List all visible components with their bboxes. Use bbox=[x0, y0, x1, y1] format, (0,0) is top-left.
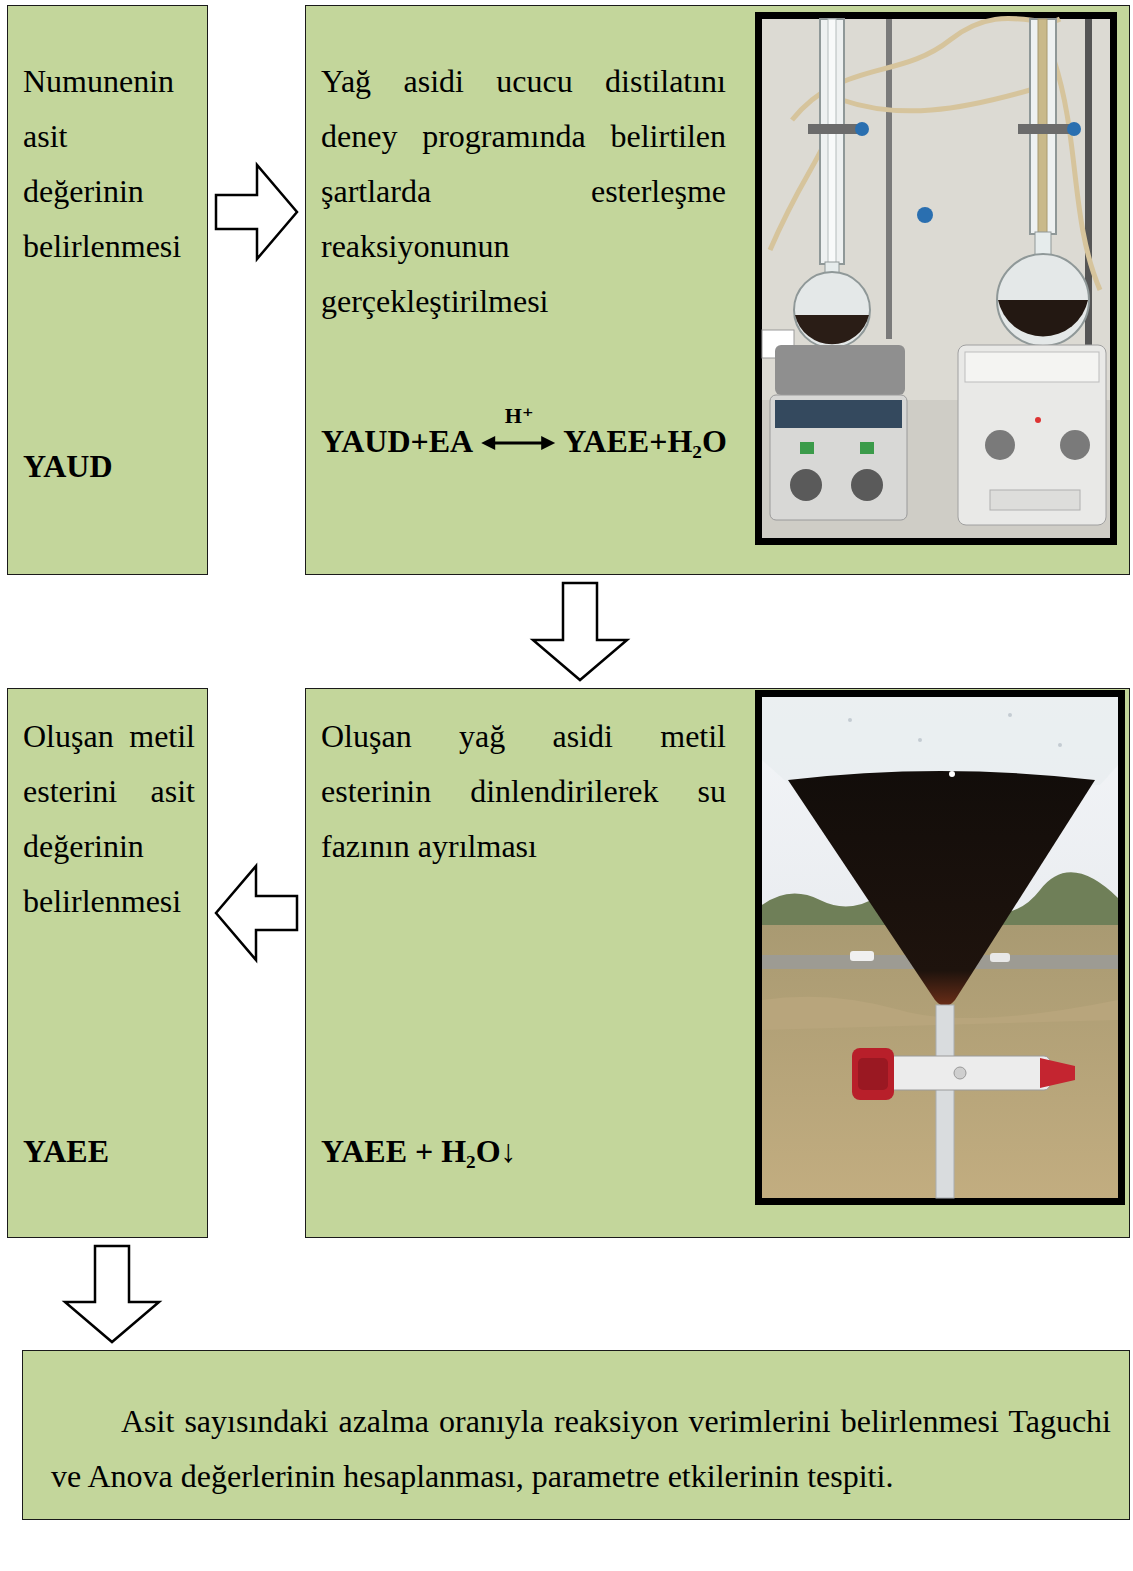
reflux-photo bbox=[775, 400, 902, 428]
box-fill bbox=[7, 688, 208, 1238]
formula-text: YAUD bbox=[23, 446, 195, 486]
reflux-photo bbox=[842, 90, 1030, 111]
flow-arrow bbox=[533, 583, 627, 680]
reflux-photo bbox=[965, 352, 1099, 382]
funnel-photo bbox=[872, 1056, 1050, 1090]
box-fill bbox=[305, 5, 1130, 575]
step-text: Yağ asidi ucucu distilatını deney progra… bbox=[321, 54, 726, 329]
equilibrium-arrow bbox=[481, 436, 555, 450]
reflux-photo bbox=[795, 315, 869, 344]
funnel-photo bbox=[1008, 713, 1012, 717]
equilibrium-arrow bbox=[491, 442, 545, 445]
reflux-photo bbox=[770, 395, 907, 520]
funnel-photo bbox=[1058, 743, 1062, 747]
funnel-photo bbox=[936, 1005, 954, 1198]
reflux-photo bbox=[985, 430, 1015, 460]
reflux-photo bbox=[1060, 430, 1090, 460]
funnel-photo bbox=[918, 738, 922, 742]
formula-text: YAEE bbox=[23, 1131, 195, 1171]
reflux-photo bbox=[855, 122, 869, 136]
reflux-photo bbox=[997, 254, 1089, 346]
reflux-photo bbox=[958, 345, 1106, 525]
reflux-photo bbox=[755, 12, 1117, 545]
funnel-photo bbox=[1040, 1058, 1075, 1088]
funnel-photo bbox=[755, 690, 1125, 1205]
funnel-photo bbox=[954, 1067, 966, 1079]
funnel-photo bbox=[788, 771, 1095, 1006]
reflux-photo bbox=[860, 442, 874, 454]
flow-arrow bbox=[216, 866, 297, 960]
reflux-photo bbox=[1018, 124, 1070, 134]
reflux-photo bbox=[917, 207, 933, 223]
reflux-photo bbox=[820, 19, 844, 264]
funnel-photo bbox=[755, 690, 1125, 1205]
box-fill bbox=[7, 5, 208, 575]
formula-text: YAUD+EA bbox=[321, 424, 473, 458]
reflux-photo bbox=[762, 19, 1110, 538]
funnel-photo bbox=[848, 718, 852, 722]
formula-text: YAEE + H₂O↓ bbox=[321, 1131, 517, 1171]
step-box: Oluşan yağ asidi metil esterinin dinlend… bbox=[305, 688, 1130, 1238]
reflux-photo bbox=[1035, 417, 1041, 423]
result-box: Asit sayısındaki azalma oranıyla reaksiy… bbox=[22, 1350, 1130, 1520]
funnel-photo bbox=[852, 1048, 894, 1100]
flow-arrow bbox=[65, 1246, 159, 1342]
reflux-photo bbox=[1054, 60, 1100, 290]
formula-text: H⁺ bbox=[505, 404, 534, 428]
step-box: Yağ asidi ucucu distilatını deney progra… bbox=[305, 5, 1130, 575]
funnel-photo bbox=[762, 697, 1118, 1198]
box-fill bbox=[22, 1350, 1130, 1520]
funnel-photo bbox=[850, 951, 874, 961]
reflux-photo bbox=[828, 19, 836, 264]
equilibrium-arrow bbox=[541, 436, 555, 450]
reflux-photo bbox=[851, 469, 883, 501]
box-fill bbox=[305, 688, 1130, 1238]
reflux-photo bbox=[775, 345, 905, 395]
step-text: Oluşan yağ asidi metil esterinin dinlend… bbox=[321, 709, 726, 874]
step-text: Asit sayısındaki azalma oranıyla reaksiy… bbox=[51, 1394, 1111, 1504]
reflux-photo bbox=[794, 272, 870, 348]
reflux-photo bbox=[1085, 19, 1092, 399]
reflux-photo bbox=[755, 12, 1117, 545]
reflux-photo bbox=[790, 469, 822, 501]
flow-arrow bbox=[216, 165, 297, 259]
reflux-photo bbox=[808, 124, 858, 134]
funnel-photo bbox=[990, 953, 1010, 962]
funnel-photo bbox=[858, 1058, 888, 1090]
reflux-photo bbox=[998, 300, 1088, 336]
formula-text: YAEE+H₂O bbox=[563, 424, 727, 458]
reflux-photo bbox=[990, 490, 1080, 510]
step-text: Numunenin asit değerinin belirlenmesi bbox=[23, 54, 195, 274]
reflux-photo bbox=[1067, 122, 1081, 136]
step-box: Numunenin asit değerinin belirlenmesiYAU… bbox=[7, 5, 208, 575]
step-box: Oluşan metil esterini asit değerinin bel… bbox=[7, 688, 208, 1238]
funnel-photo bbox=[949, 771, 955, 777]
step-text: Oluşan metil esterini asit değerinin bel… bbox=[23, 709, 195, 929]
equilibrium-arrow bbox=[481, 436, 495, 450]
reflux-photo bbox=[800, 442, 814, 454]
